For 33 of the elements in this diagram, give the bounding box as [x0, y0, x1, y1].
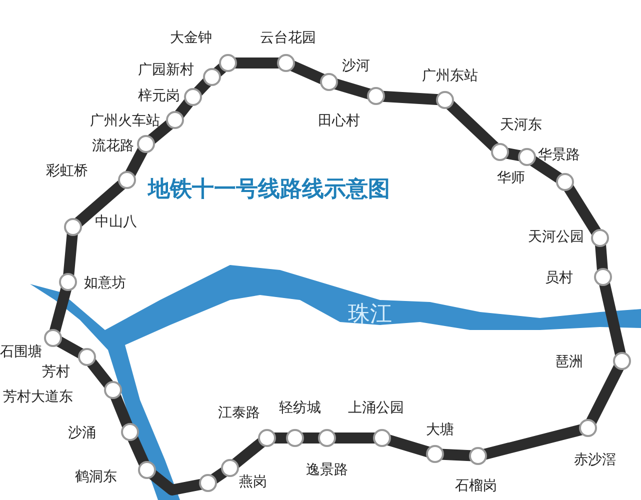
station-name: 逸景路: [306, 462, 348, 478]
river-name: 珠江: [348, 301, 392, 329]
station-name: 如意坊: [84, 275, 126, 291]
station-name: 田心村: [318, 113, 360, 129]
station-name: 江泰路: [218, 405, 260, 421]
station-name: 沙河: [342, 58, 370, 74]
station-name: 华景路: [538, 147, 580, 163]
station-name: 广州火车站: [90, 113, 160, 129]
station-name: 梓元岗: [138, 88, 180, 104]
station-name: 员村: [545, 270, 573, 286]
station-name: 石榴岗: [455, 478, 497, 494]
station-name: 大塘: [426, 422, 454, 438]
station-name: 广州东站: [422, 68, 478, 84]
station-name: 沙涌: [68, 425, 96, 441]
station-name: 鹤洞东: [75, 469, 117, 485]
station-name: 广园新村: [138, 62, 194, 78]
station-name: 云台花园: [260, 30, 316, 46]
station-name: 赤沙滘: [574, 452, 616, 468]
station-name: 华师: [497, 170, 525, 186]
station-name: 上涌公园: [348, 400, 404, 416]
station-name: 芳村: [42, 364, 70, 380]
station-name: 天河公园: [528, 229, 584, 245]
station-name: 琶洲: [555, 354, 583, 370]
station-name: 大金钟: [170, 30, 212, 46]
station-name: 石围塘: [0, 344, 42, 360]
station-name: 中山八: [95, 214, 137, 230]
station-name: 燕岗: [239, 474, 267, 490]
map-title: 地铁十一号线路线示意图: [148, 176, 390, 204]
station-name: 天河东: [500, 117, 542, 133]
station-name: 芳村大道东: [3, 389, 73, 405]
station-name: 彩虹桥: [46, 163, 88, 179]
station-name: 轻纺城: [279, 400, 321, 416]
station-name: 流花路: [92, 138, 134, 154]
